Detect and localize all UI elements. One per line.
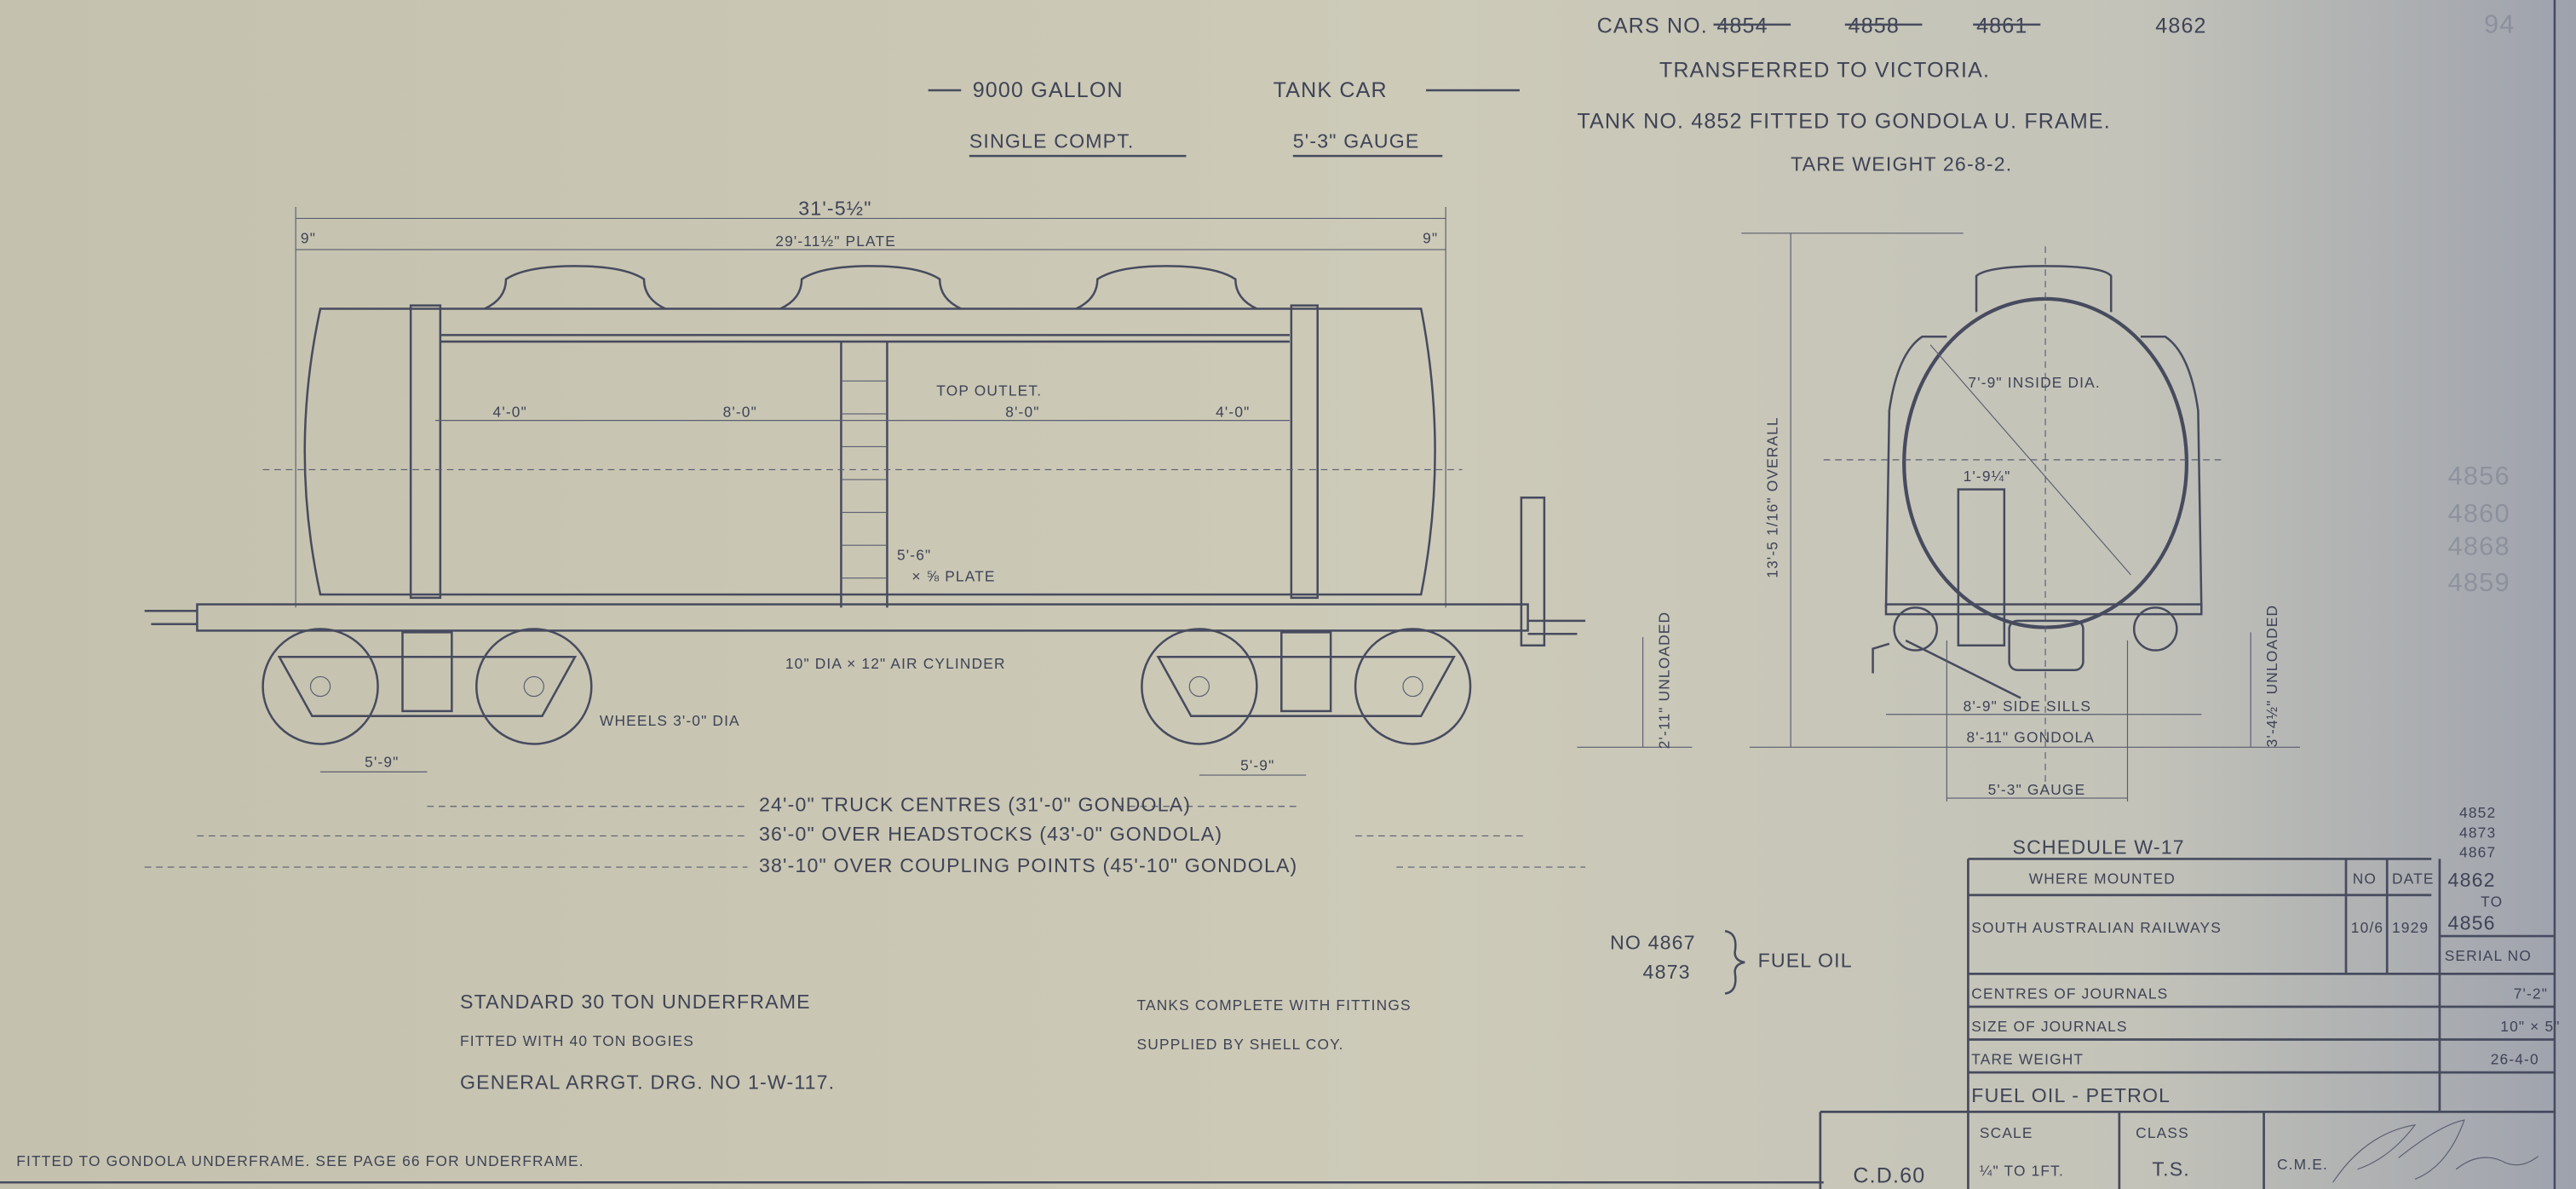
- dim-plate: 5'-6": [897, 547, 931, 564]
- title-capacity: 9000 Gallon: [973, 78, 1124, 102]
- dim-plate-length: 29'-11½" Plate: [775, 233, 896, 250]
- dim-truck-centres: 24'-0" Truck Centres (31'-0" Gondola): [759, 794, 1191, 816]
- dim-wheelbase: 5'-9": [1240, 756, 1274, 773]
- note-bogies: Fitted with 40 Ton Bogies: [460, 1032, 694, 1049]
- dim-overall-height: 13'-5 1/16" Overall: [1764, 416, 1781, 578]
- pencil-number: 4860: [2448, 498, 2510, 528]
- pencil-number: 4868: [2448, 531, 2510, 561]
- pencil-annotations: 4856 4860 4868 4859: [2448, 461, 2510, 597]
- cme-signature: [2332, 1119, 2539, 1183]
- title-type: Tank Car: [1274, 78, 1388, 102]
- dim-inside-dia: 7'-9" Inside Dia.: [1968, 374, 2100, 391]
- dim-headstocks: 36'-0" over Headstocks (43'-0" Gondola): [759, 823, 1222, 845]
- car-number-struck: 4861: [1976, 14, 2027, 38]
- note-supplier: supplied by Shell Coy.: [1137, 1036, 1344, 1053]
- schedule-row-label: Fuel Oil - Petrol: [1971, 1084, 2171, 1106]
- wheels-label: Wheels 3'-0" Dia: [600, 712, 740, 729]
- dim-side-sills: 8'-9" Side Sills: [1964, 698, 2091, 715]
- page-number: 94: [2484, 9, 2516, 39]
- class-value: T.S.: [2152, 1158, 2189, 1180]
- dim-outlet: 1'-9¼": [1964, 468, 2011, 485]
- serial-label: Serial No: [2445, 947, 2532, 964]
- dim-overall-length: 31'-5½": [798, 198, 871, 220]
- schedule-title: Schedule W-17: [2013, 836, 2185, 859]
- schedule-date: 1929: [2392, 919, 2429, 936]
- cars-label: Cars No.: [1597, 14, 1708, 38]
- dim-dome-spacing: 4'-0": [1216, 404, 1250, 421]
- tare-weight-note: Tare Weight 26-8-2.: [1791, 153, 2012, 175]
- tank-note: Tank No. 4852 fitted to Gondola U. Frame…: [1577, 109, 2110, 133]
- schedule-row-label: Centres of Journals: [1971, 985, 2168, 1002]
- note-tanks: Tanks complete with fittings: [1137, 997, 1412, 1014]
- tank-body: [303, 307, 1436, 596]
- fuel-oil-note: No 4867 4873 Fuel Oil: [1610, 930, 1853, 995]
- schedule-header-date: Date: [2392, 870, 2435, 887]
- dim-dome-spacing: 8'-0": [1005, 404, 1039, 421]
- fuel-oil-label: Fuel Oil: [1758, 950, 1853, 972]
- schedule-header-where: Where Mounted: [2029, 870, 2176, 887]
- dim-wheelbase: 5'-9": [365, 753, 399, 770]
- bogie-left: [262, 628, 593, 745]
- scale-label: Scale: [1980, 1124, 2033, 1141]
- subtitle-compartment: Single Compt.: [969, 130, 1135, 152]
- pencil-number: 4859: [2448, 567, 2510, 597]
- serial-range-to: to: [2481, 893, 2503, 910]
- schedule-row-value: 26-4-0: [2491, 1050, 2539, 1067]
- bogie-right: [1141, 628, 1472, 745]
- car-number-current: 4862: [2155, 14, 2206, 38]
- pencil-number: 4856: [2448, 461, 2510, 491]
- car-number-struck: 4854: [1716, 14, 1768, 38]
- dim-dome-spacing: 4'-0": [493, 404, 527, 421]
- schedule-header-no: No: [2353, 870, 2377, 887]
- car-number-struck: 4858: [1849, 14, 1900, 38]
- tank-bands: [409, 304, 1319, 600]
- fuel-oil-car-number: No 4867: [1610, 931, 1696, 953]
- drawing-number: C.D.60: [1853, 1163, 1925, 1187]
- air-cylinder-label: 10" Dia × 12" Air Cylinder: [785, 655, 1006, 672]
- dim-gauge: 5'-3" Gauge: [1988, 781, 2086, 798]
- dim-coupling-points: 38'-10" over Coupling Points (45'-10" Go…: [759, 854, 1297, 876]
- serial-number: 4856: [2448, 911, 2496, 933]
- schedule-table: Schedule W-17 Where Mounted No Date Sout…: [1820, 804, 2560, 1113]
- schedule-row-label: Size of Journals: [1971, 1018, 2127, 1035]
- end-dome: [1975, 265, 2113, 313]
- class-label: Class: [2136, 1124, 2189, 1141]
- dim-end-right: 9": [1423, 229, 1438, 246]
- cme-label: C.M.E.: [2277, 1156, 2328, 1173]
- domes: [484, 265, 1257, 310]
- fuel-oil-car-number: 4873: [1643, 961, 1691, 983]
- subtitle-gauge: 5'-3" Gauge: [1293, 130, 1420, 152]
- schedule-row-value: 7'-2": [2514, 985, 2548, 1002]
- plate-note: × ⅝ Plate: [911, 568, 995, 585]
- transferred-note: Transferred to Victoria.: [1659, 59, 1990, 83]
- serial-number: 4862: [2448, 869, 2496, 891]
- dim-unloaded-height: 3'-4½" Unloaded: [2263, 605, 2280, 748]
- top-notes: Cars No. 4854 4858 4861 4862 Transferred…: [1577, 14, 2206, 175]
- top-outlet-label: Top Outlet.: [936, 382, 1042, 399]
- schedule-row-label: Tare Weight: [1971, 1050, 2084, 1067]
- scale-value: ¼" to 1ft.: [1980, 1163, 2064, 1180]
- schedule-row-value: 10" × 5": [2500, 1018, 2560, 1035]
- note-underframe: Standard 30 Ton Underframe: [460, 991, 811, 1013]
- note-general-arrangement: General Arrgt. Drg. No 1-W-117.: [460, 1071, 835, 1093]
- side-elevation: 31'-5½" 29'-11½" Plate 9" 9" 4'-0" 8'-0"…: [144, 198, 1693, 876]
- title-block: C.D.60 Scale ¼" to 1ft. Class T.S. C.M.E…: [1819, 1111, 2539, 1189]
- dim-dome-spacing: 8'-0": [723, 404, 757, 421]
- dim-gondola-width: 8'-11" Gondola: [1967, 729, 2096, 746]
- serial-number: 4873: [2459, 824, 2496, 841]
- schedule-railway: South Australian Railways: [1971, 919, 2222, 936]
- serial-number: 4852: [2459, 804, 2496, 821]
- drawing-title: 9000 Gallon Tank Car Single Compt. 5'-3"…: [928, 78, 1520, 158]
- dim-end-left: 9": [301, 229, 316, 246]
- serial-number: 4867: [2459, 844, 2496, 861]
- note-footer: Fitted to Gondola Underframe. See Page 6…: [16, 1152, 584, 1169]
- underframe: [196, 603, 1529, 632]
- schedule-number: 10/6: [2351, 919, 2383, 936]
- dim-unloaded-height: 2'-11" Unloaded: [1655, 612, 1672, 749]
- general-notes: Standard 30 Ton Underframe Fitted with 4…: [16, 991, 1412, 1169]
- end-elevation: 13'-5 1/16" Overall 7'-9" Inside Dia. 1'…: [1741, 233, 2300, 801]
- ladder: [840, 342, 888, 608]
